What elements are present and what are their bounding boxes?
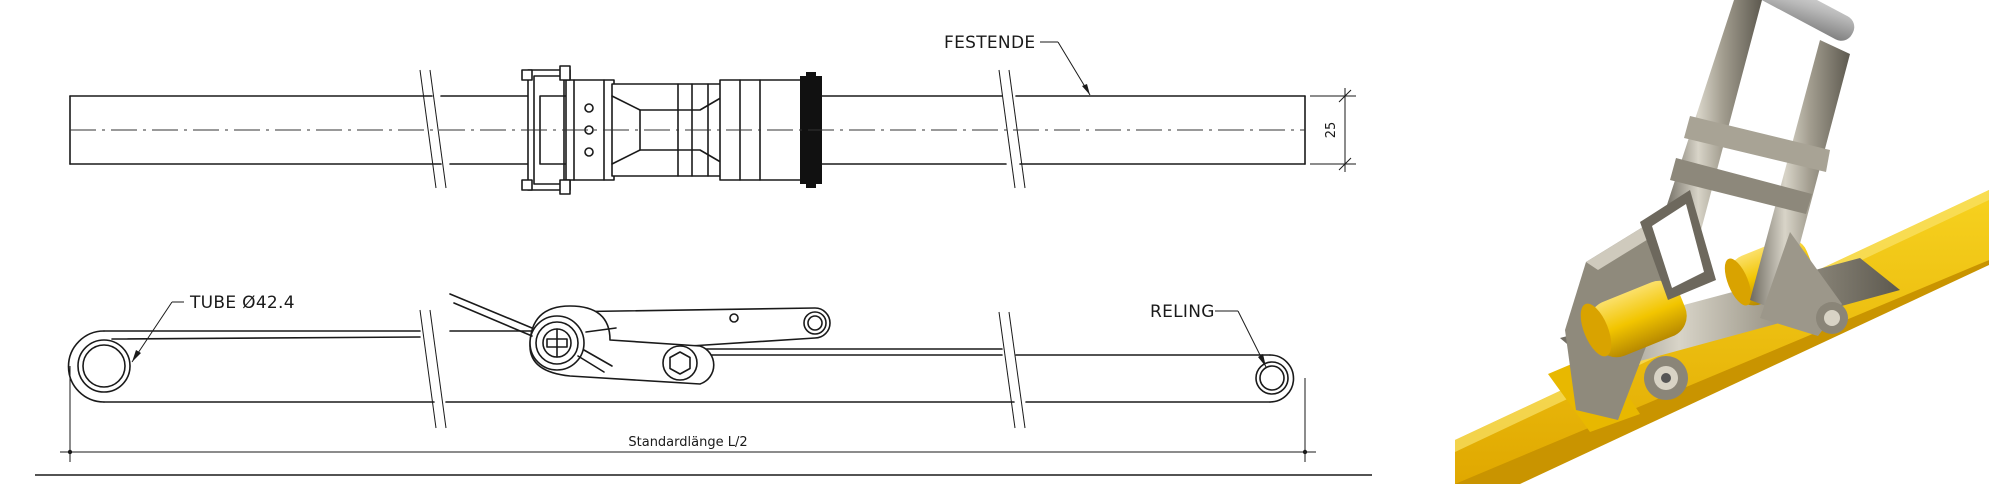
tube-label: TUBE Ø42.4	[189, 293, 295, 313]
width-dimension	[1310, 88, 1356, 172]
side-break-right	[998, 311, 1026, 429]
reling-label: RELING	[1150, 302, 1215, 322]
festende-leader	[1040, 41, 1091, 96]
length-dimension-label: Standardlänge L/2	[628, 435, 747, 450]
side-ratchet	[449, 293, 831, 385]
top-break-left	[419, 69, 447, 189]
tube-left	[77, 339, 131, 393]
ratchet-buckle-photo	[1455, 0, 1989, 484]
length-dimension	[60, 366, 1316, 462]
width-dimension-label: 25	[1324, 122, 1339, 139]
tube-leader	[131, 301, 184, 363]
top-break-right	[998, 69, 1026, 189]
side-break-left	[419, 309, 447, 429]
side-strap-loop	[67, 330, 1295, 403]
reling-leader	[1215, 310, 1267, 368]
top-view: 25 FESTENDE	[69, 33, 1356, 195]
side-view: TUBE Ø42.4 RELING Standardlänge L/2	[35, 293, 1372, 476]
festende-label: FESTENDE	[944, 33, 1035, 53]
top-strap-middle	[440, 95, 531, 165]
reling-right	[1255, 361, 1289, 395]
